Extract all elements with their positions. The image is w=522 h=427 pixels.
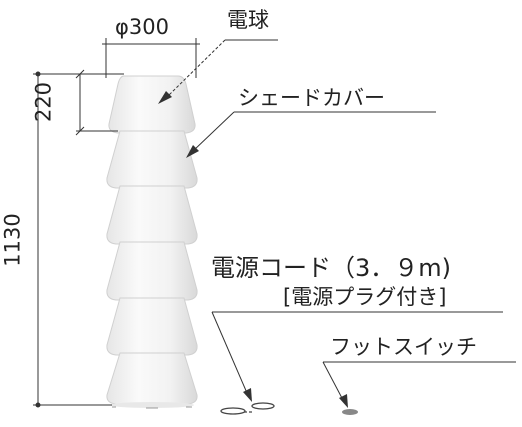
power-cord-leader xyxy=(211,311,503,402)
shade-tier-6 xyxy=(106,352,198,405)
shade-cover-label: シェードカバー xyxy=(238,86,385,110)
power-cord-label: 電源コード（3．９m) xyxy=(211,254,452,282)
total-height-dimension xyxy=(33,71,124,408)
diameter-label: φ300 xyxy=(115,15,169,39)
bulb-label: 電球 xyxy=(227,8,269,32)
shade-tier-1 xyxy=(108,75,196,134)
power-plug-label: [電源プラグ付き] xyxy=(283,285,447,309)
total-height-label: 1130 xyxy=(0,213,25,267)
plug-drawing xyxy=(220,402,275,415)
foot-switch-drawing xyxy=(342,409,358,415)
shade-cover-leader xyxy=(186,111,436,158)
shade-tier-2 xyxy=(106,130,198,189)
tier-height-label: 220 xyxy=(31,81,56,123)
shade-tier-4 xyxy=(106,241,198,301)
shade-tier-5 xyxy=(106,297,198,356)
lamp-base xyxy=(110,402,194,409)
lamp-shades xyxy=(106,75,198,405)
shade-tier-3 xyxy=(106,185,198,245)
bulb-leader xyxy=(158,39,278,104)
diameter-dimension xyxy=(102,38,200,78)
foot-switch-label: フットスイッチ xyxy=(330,335,477,359)
foot-switch-leader xyxy=(322,361,516,408)
